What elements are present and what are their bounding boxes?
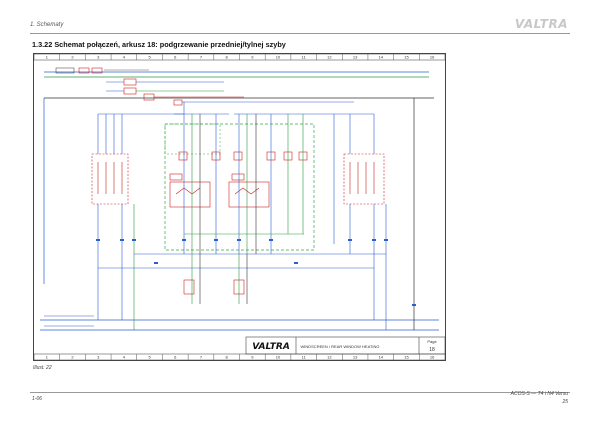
column-label-top: 14: [379, 55, 384, 60]
column-label-top: 13: [353, 55, 358, 60]
right-heater-module: [309, 113, 385, 244]
column-label-top: 5: [148, 55, 151, 60]
column-label-top: 6: [174, 55, 177, 60]
column-label-top: 2: [71, 55, 74, 60]
column-label-top: 15: [404, 55, 409, 60]
section-label: 1. Schematy: [30, 22, 64, 28]
column-label-bottom: 4: [123, 355, 126, 360]
column-label-top: 9: [251, 55, 254, 60]
column-label-bottom: 10: [276, 355, 281, 360]
column-label-bottom: 16: [430, 355, 435, 360]
column-label-bottom: 1: [46, 355, 49, 360]
column-label-top: 10: [276, 55, 281, 60]
top-fuse-block: [55, 67, 354, 106]
column-labels: 1122334455667788991010111112121313141415…: [46, 54, 435, 360]
column-label-top: 16: [430, 55, 435, 60]
column-label-top: 4: [123, 55, 126, 60]
column-label-top: 8: [226, 55, 229, 60]
control-unit-box: [164, 123, 315, 251]
header-divider: [30, 33, 570, 34]
column-label-bottom: 14: [379, 355, 384, 360]
brand-logo: VALTRA: [514, 17, 568, 31]
column-label-bottom: 7: [200, 355, 203, 360]
page-title: 1.3.22 Schemat połączeń, arkusz 18: podg…: [32, 40, 286, 49]
footer-meta: ACOS-S — T4 i N4 Versu 25: [511, 390, 568, 406]
column-label-bottom: 3: [97, 355, 100, 360]
connector-markers: [96, 239, 416, 306]
column-label-bottom: 2: [71, 355, 74, 360]
titleblock-caption: WINDSCREEN / REAR WINDOW HEATING: [300, 344, 379, 349]
footer-code: 25: [562, 399, 568, 405]
column-label-top: 7: [200, 55, 203, 60]
illustration-caption: Illust. 22: [33, 365, 52, 371]
control-unit-label-box: [164, 123, 221, 155]
heating-relays: [169, 151, 308, 208]
column-label-bottom: 13: [353, 355, 358, 360]
column-label-top: 3: [97, 55, 100, 60]
column-label-top: 11: [302, 55, 307, 60]
titleblock-brand: VALTRA: [252, 342, 290, 352]
title-block: VALTRA WINDSCREEN / REAR WINDOW HEATING …: [245, 336, 445, 355]
column-label-top: 1: [46, 55, 49, 60]
column-label-bottom: 8: [226, 355, 229, 360]
footer-divider: [30, 392, 570, 393]
lower-harness: [44, 204, 387, 330]
left-heater-module: [91, 113, 184, 205]
footer-model: ACOS-S — T4 i N4 Versu: [510, 391, 568, 397]
column-label-bottom: 12: [327, 355, 332, 360]
titleblock-page-label: Page: [427, 339, 437, 344]
column-label-top: 12: [327, 55, 332, 60]
titleblock-page-number: 18: [429, 347, 435, 353]
column-label-bottom: 11: [302, 355, 307, 360]
box-wiring: [174, 102, 309, 254]
column-label-bottom: 15: [404, 355, 409, 360]
column-label-bottom: 6: [174, 355, 177, 360]
wiring-diagram: 1122334455667788991010111112121313141415…: [34, 54, 445, 360]
footer-page: 1-06: [32, 396, 43, 402]
column-label-bottom: 5: [148, 355, 151, 360]
power-rails: [40, 71, 439, 331]
column-label-bottom: 9: [251, 355, 254, 360]
